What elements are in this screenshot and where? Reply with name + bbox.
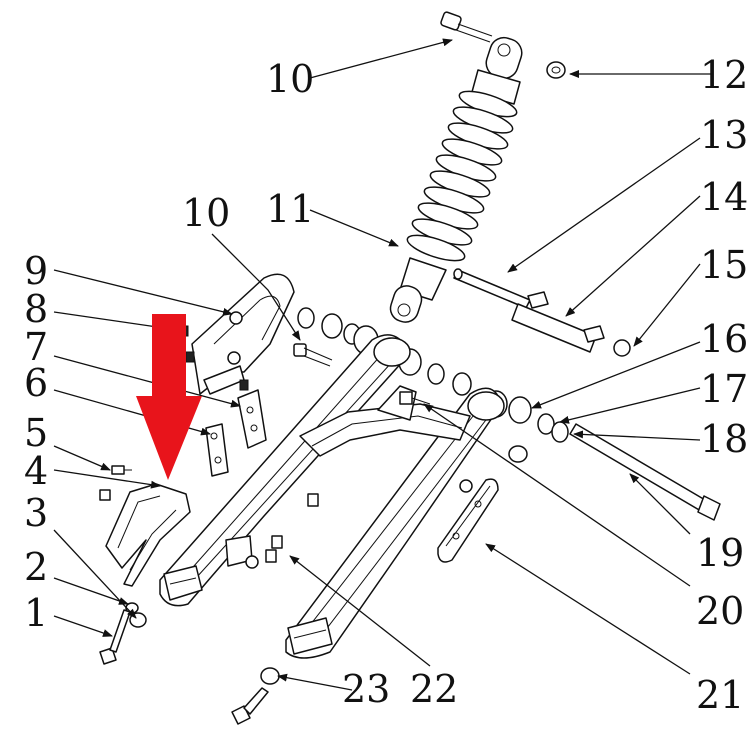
callout-23: 23 [342, 667, 390, 711]
leader-15 [633, 263, 701, 347]
leader-11 [309, 209, 399, 247]
callout-10-mid: 10 [182, 191, 230, 235]
leader-22 [289, 555, 431, 667]
callout-4: 4 [24, 449, 48, 493]
callout-10-top: 10 [266, 57, 314, 101]
shock-absorber [389, 36, 523, 323]
swingarm-axle [569, 423, 721, 521]
leader-7 [53, 355, 241, 408]
callout-9: 9 [24, 249, 48, 293]
callout-14: 14 [700, 175, 748, 219]
leader-14 [565, 195, 701, 317]
leader-5 [53, 445, 111, 471]
leader-19 [629, 473, 691, 535]
callout-19: 19 [696, 531, 744, 575]
callout-1: 1 [24, 591, 48, 635]
leader-1 [53, 615, 113, 637]
callout-2: 2 [24, 545, 48, 589]
leader-10-top [309, 38, 453, 79]
leader-13 [507, 137, 701, 273]
chain-guard [105, 483, 191, 587]
leader-20 [423, 403, 691, 587]
callout-16: 16 [700, 317, 748, 361]
leader-16 [531, 341, 701, 409]
callout-7: 7 [24, 325, 48, 369]
guard-screw [111, 465, 132, 475]
shock-top-bolt [440, 11, 493, 43]
callout-11: 11 [266, 187, 314, 231]
link-bolt [293, 343, 333, 367]
cable-clip [237, 379, 267, 449]
right-pivot-bushings [508, 396, 569, 463]
shock-top-nut [546, 61, 566, 79]
swingarm-main [159, 334, 505, 659]
sleeve-nut [613, 339, 631, 357]
leader-2 [53, 577, 129, 605]
callout-3: 3 [24, 491, 48, 535]
leader-lines [53, 38, 712, 691]
leader-17 [559, 387, 701, 424]
shock-spring [406, 90, 518, 262]
callout-13: 13 [700, 113, 748, 157]
callout-17: 17 [700, 367, 748, 411]
callout-18: 18 [700, 417, 748, 461]
callout-21: 21 [696, 673, 744, 717]
leader-4 [53, 469, 161, 489]
linkage-bracket [191, 273, 295, 395]
callout-6: 6 [24, 361, 48, 405]
cross-bolt [399, 391, 431, 405]
callout-20: 20 [696, 589, 744, 633]
bolt [99, 609, 131, 665]
leader-18 [573, 430, 701, 441]
axle-nut [260, 667, 280, 685]
red-down-arrow-icon [136, 314, 202, 480]
leader-3 [53, 529, 137, 619]
callout-12: 12 [700, 53, 748, 97]
callout-8: 8 [24, 287, 48, 331]
axle-bolt [231, 687, 269, 725]
callout-15: 15 [700, 243, 748, 287]
pivot-spindle [453, 268, 531, 309]
callout-5: 5 [24, 411, 48, 455]
pivot-sleeve [511, 291, 605, 353]
callout-labels: 1 2 3 4 5 6 7 8 9 10 10 11 12 13 14 15 1… [24, 53, 748, 717]
hose-clip [205, 423, 229, 477]
callout-22: 22 [410, 667, 458, 711]
chain-slider [437, 478, 499, 563]
leader-10-mid [211, 233, 301, 341]
small-pins [245, 479, 473, 569]
leader-21 [485, 543, 691, 675]
guard-bolt [99, 489, 111, 501]
leader-9 [53, 269, 233, 316]
leader-23 [277, 673, 353, 691]
washer [129, 612, 147, 628]
